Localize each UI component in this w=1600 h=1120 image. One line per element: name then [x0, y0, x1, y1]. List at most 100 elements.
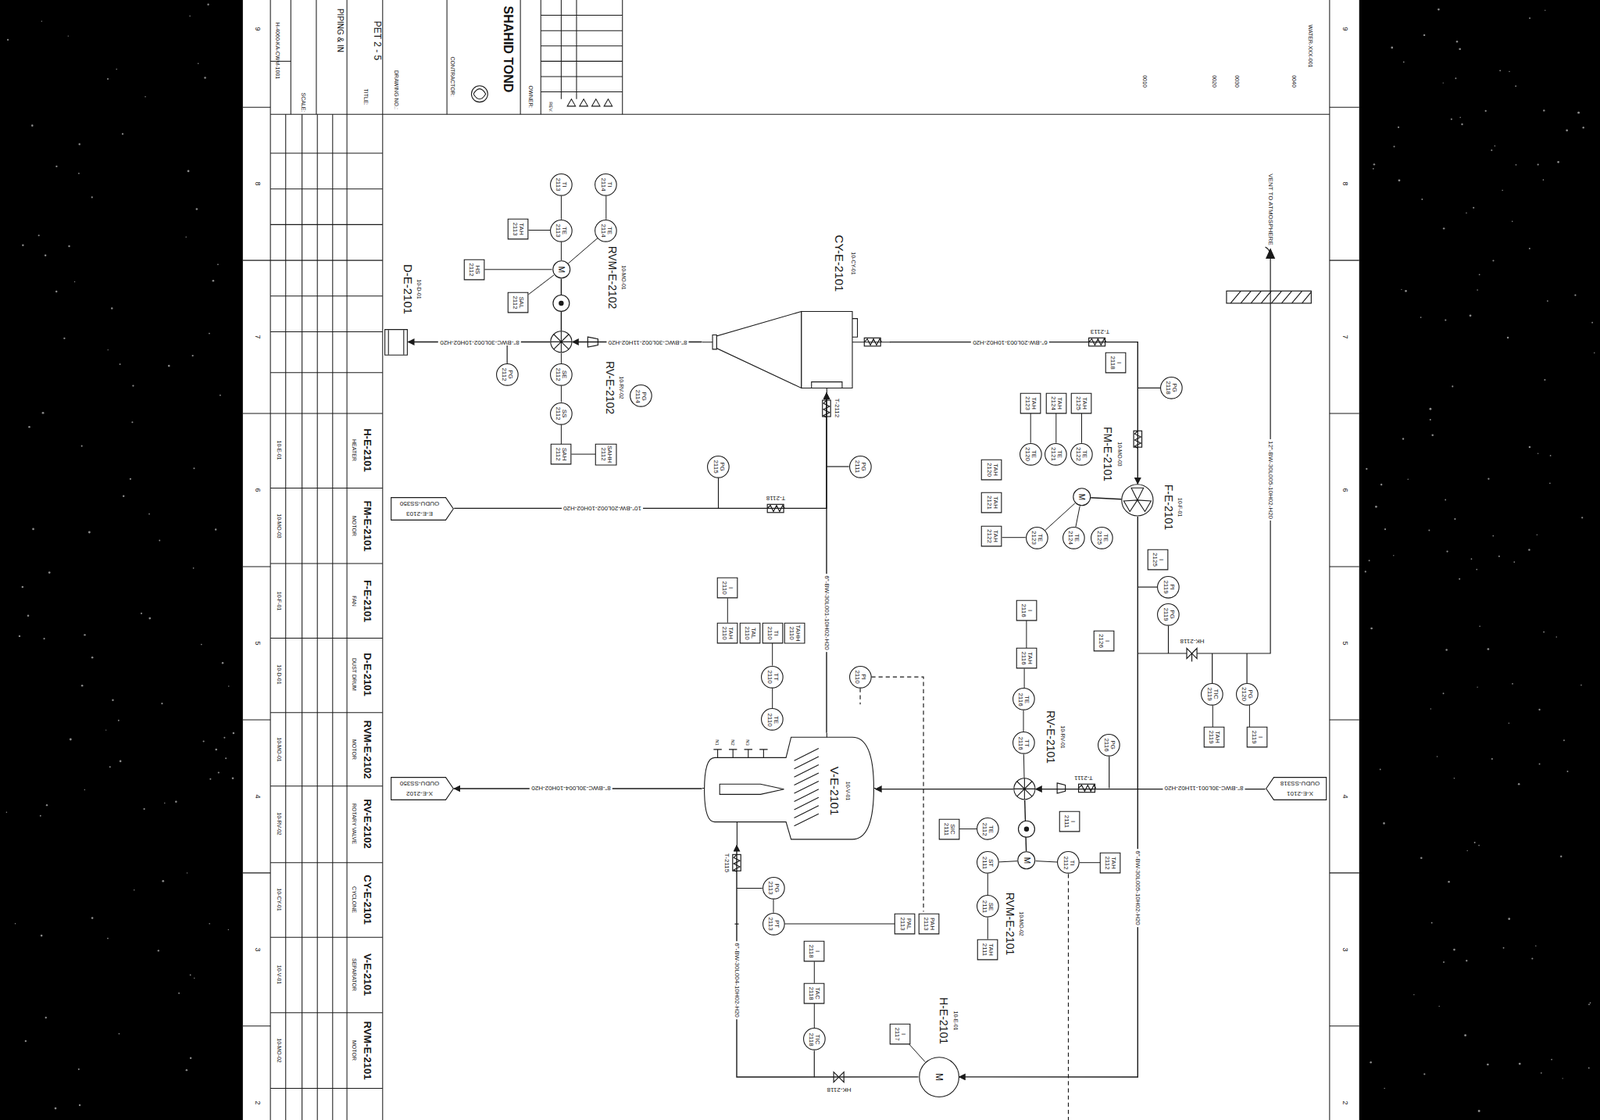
signal-line	[999, 860, 1018, 862]
instrument-bubble: TE 2110	[760, 707, 784, 731]
signal-line	[1035, 860, 1058, 862]
equipment-list-tag: D-E-2101	[362, 653, 373, 697]
signal-line	[1075, 506, 1080, 528]
connector-text: X-E-2102	[406, 789, 433, 797]
instrument-tag: PG 2114	[634, 389, 648, 403]
alarm-box: I 2116	[1016, 600, 1037, 621]
instrument-tag: TAH 2120	[985, 462, 999, 477]
signal-line	[773, 899, 775, 913]
signal-line	[1079, 861, 1100, 863]
alarm-box: I 2118	[803, 940, 825, 961]
signal-line	[560, 353, 562, 364]
connector-text: OUDU-SS318	[1280, 779, 1320, 786]
instrument-tag: TE 2112	[981, 821, 995, 836]
alarm-box: TAHH 2110	[784, 622, 805, 643]
equipment-description: SEPARATOR	[351, 957, 358, 991]
zone-number: 2	[1341, 1100, 1349, 1104]
alarm-box: TAH 2111	[977, 939, 998, 960]
instrument-tag: TAH 2125	[1075, 396, 1089, 411]
instrument-tag: TAHH 2110	[788, 624, 802, 641]
signal-line	[1023, 753, 1025, 778]
connector-text: X-E-2101	[1286, 789, 1314, 797]
instrument-tag: PI 2110	[853, 669, 868, 683]
instrument-tag: SAHH 2112	[599, 445, 613, 463]
signal-line	[560, 242, 562, 261]
equipment-list-tag: RV-E-2102	[362, 798, 373, 848]
signal-line	[1023, 710, 1025, 733]
instrument-tag: I 2118	[807, 944, 822, 958]
instrument-bubble: PG 2113	[762, 876, 786, 900]
zone-number: 6	[253, 487, 261, 492]
instrument-tag: TE 2123	[1030, 530, 1044, 545]
equipment-number: 10-V-01	[845, 781, 851, 801]
instrument-tag: PAH 2113	[921, 916, 936, 930]
fan: F-E-2101	[1121, 483, 1154, 517]
instrument-tag: TAC 2118	[807, 985, 822, 1000]
equipment-list-tag: FM-E-2101	[362, 500, 373, 551]
instrument-tag: PAL 2113	[898, 916, 912, 930]
process-line	[453, 392, 827, 509]
equipment-tag: H-E-2101	[938, 996, 950, 1044]
equipment-tag: CY-E-2101	[832, 235, 845, 293]
instrument-tag: TAH 2113	[511, 221, 525, 236]
zone-number: 9	[1341, 26, 1349, 31]
process-line	[889, 342, 1138, 484]
instrument-tag: HS 2112	[467, 262, 482, 276]
line-number: 10"-BW-20L002-10H02-H20	[561, 504, 643, 511]
instrument-tag: I 2125	[1151, 552, 1165, 567]
instrument-tag: TAH 2111	[981, 942, 995, 956]
line-number: 6"-BW-20L003-10H02-H20	[971, 339, 1050, 346]
zone-number: 7	[253, 335, 261, 340]
instrument-bubble: PG 2112	[496, 363, 519, 386]
instrument-tag: SS 2112	[554, 406, 568, 420]
rotary-valve-outline	[550, 330, 573, 354]
item-tag: T-2113	[1090, 328, 1110, 335]
equipment-number: 10-D-01	[415, 278, 422, 299]
instrument-bubble: TE 2112	[976, 817, 1000, 840]
instrument-tag: TAH 2121	[985, 495, 999, 510]
equipment-number: 10-RV-02	[618, 376, 625, 400]
zone-number: 2	[253, 1100, 261, 1104]
alarm-box: I 2111	[1059, 810, 1080, 832]
zone-number: 8	[1341, 182, 1349, 186]
instrument-tag: TE 2121	[1049, 446, 1063, 461]
motor-letter: M	[934, 1072, 944, 1081]
title-block-text: OWNER:	[528, 85, 534, 109]
instrument-bubble: TI 2114	[594, 173, 618, 197]
alarm-box: TAH 2120	[981, 459, 1002, 480]
alarm-box: I 2118	[1105, 352, 1126, 373]
nozzle-tag: N1	[714, 739, 720, 746]
zone-number: 7	[1341, 335, 1349, 340]
equipment-description: FAN	[351, 595, 358, 607]
instrument-tag: TI 2114	[599, 178, 613, 192]
instrument-bubble: PG 2116	[1097, 733, 1121, 757]
instrument-tag: PG 2116	[1102, 738, 1116, 752]
signal-line	[560, 385, 562, 403]
motor-letter: M	[557, 266, 565, 273]
sheet-note: 0020	[1211, 75, 1218, 89]
equipment-number: 10-D-01	[275, 664, 282, 685]
alarm-box: I 2110	[717, 577, 738, 598]
instrument-tag: SIC 2111	[942, 821, 956, 836]
equipment-number: 10-RV-02	[275, 811, 282, 835]
alarm-box: TAH 2110	[717, 622, 738, 643]
signal-line	[1212, 705, 1214, 728]
off-page-connector: X-E-2102OUDU-SS350	[390, 776, 454, 800]
motor-letter: M	[1022, 857, 1031, 864]
zone-number: 5	[1341, 640, 1349, 645]
instrument-tag: TE 2120	[1024, 446, 1038, 461]
rotary-valve-outline	[1013, 777, 1036, 800]
instrument-tag: I 2126	[1097, 633, 1111, 648]
signal-line	[605, 196, 607, 220]
equipment-list-tag: V-E-2101	[362, 953, 373, 996]
signal-line	[727, 597, 729, 622]
instrument-bubble: ST 2111	[976, 850, 1000, 874]
item-tag: T-2111	[1074, 774, 1093, 781]
equipment-description: ROTARY VALVE	[351, 803, 358, 844]
zone-number: 3	[253, 946, 261, 951]
instrument-bubble: TE 2113	[550, 219, 573, 243]
instrument-bubble: PI 2119	[1157, 575, 1180, 599]
instrument-tag: TE 2114	[599, 224, 613, 238]
instrument-tag: I 2116	[1020, 603, 1034, 617]
instrument-bubble: TE 2122	[1070, 442, 1093, 466]
